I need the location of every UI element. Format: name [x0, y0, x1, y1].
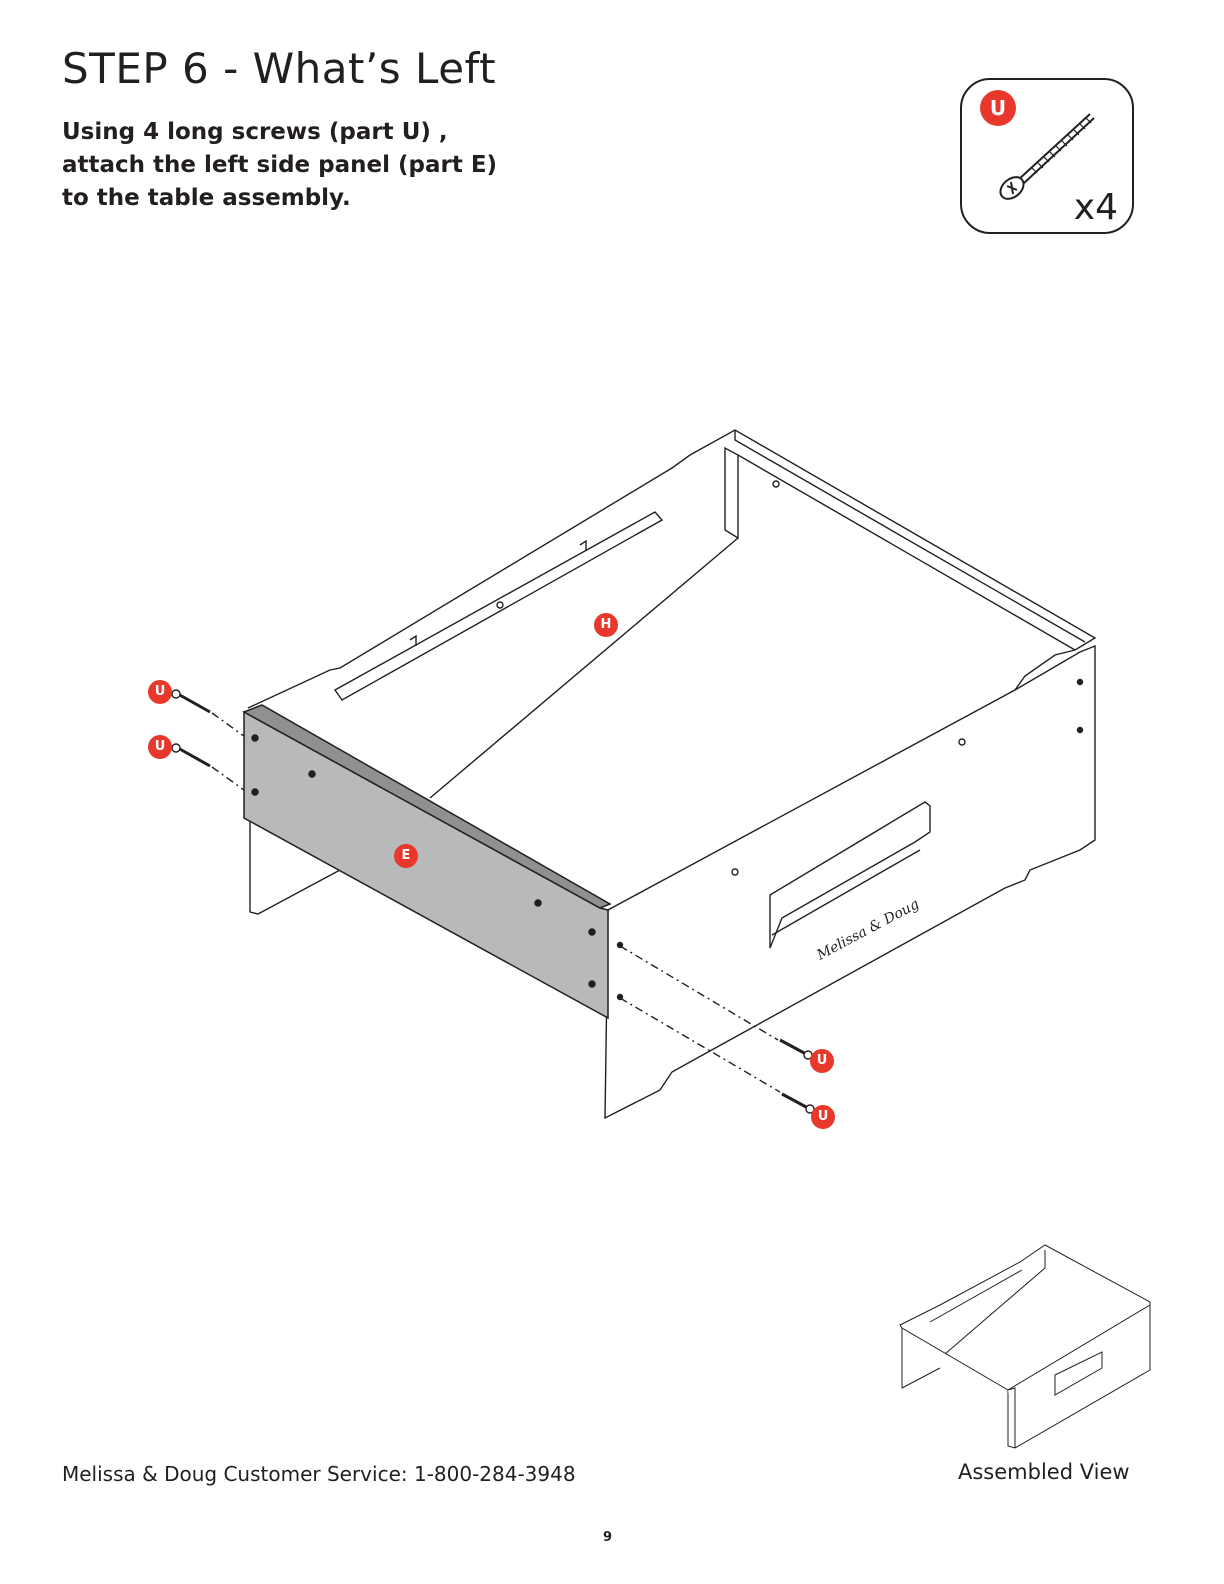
label-u-screw-4: U	[811, 1105, 835, 1129]
label-h-top: H	[594, 613, 618, 637]
assembled-view-caption: Assembled View	[958, 1460, 1130, 1484]
label-e-panel: E	[394, 844, 418, 868]
label-u-screw-3: U	[810, 1049, 834, 1073]
label-u-screw-2: U	[148, 735, 172, 759]
page-number: 9	[603, 1530, 612, 1545]
assembled-view-thumbnail	[900, 1245, 1150, 1448]
customer-service-line: Melissa & Doug Customer Service: 1-800-2…	[62, 1462, 576, 1486]
label-u-screw-1: U	[148, 680, 172, 704]
